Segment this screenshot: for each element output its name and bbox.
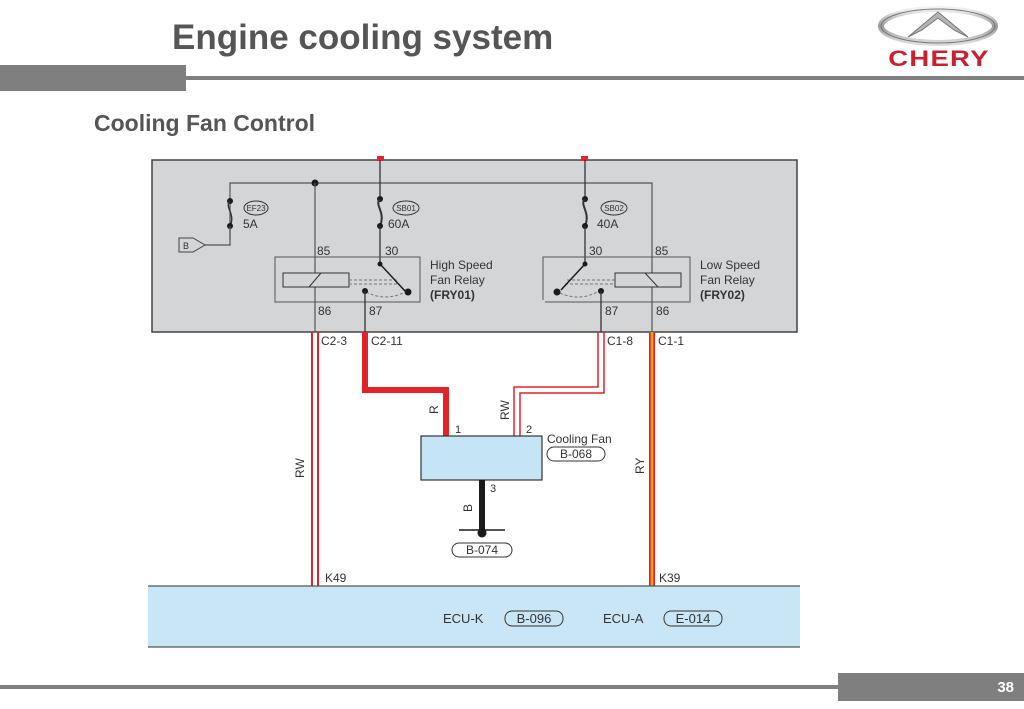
relay1-coil-diag — [308, 272, 322, 288]
wire-label-ry: RY — [633, 458, 647, 474]
connector-c1-1: C1-1 — [658, 334, 684, 348]
ecu-a-label: ECU-A — [603, 611, 644, 626]
ecu-pin-k49: K49 — [325, 571, 347, 585]
header-divider — [186, 76, 1024, 80]
chery-logo-icon — [878, 6, 998, 46]
high-speed-relay-box — [274, 256, 421, 303]
relay1-pin-30: 30 — [385, 244, 399, 258]
connector-c2-3: C2-3 — [321, 334, 347, 348]
footer-page-box: 38 — [838, 673, 1024, 701]
relay1-switch-arm — [379, 263, 406, 292]
relay2-name-line2: Fan Relay — [700, 273, 755, 287]
battery-feed-line — [205, 226, 231, 246]
fuse-sb02-rating: 40A — [597, 217, 618, 231]
fan-code: B-068 — [560, 447, 592, 461]
wire-rw-fan-pin2 — [513, 332, 605, 436]
low-speed-relay-box — [542, 256, 691, 303]
relay2-code: (FRY02) — [700, 288, 745, 302]
power-feed-stub-2 — [581, 156, 588, 161]
relay2-switch-contact — [553, 288, 561, 296]
battery-terminal-icon — [178, 237, 206, 253]
relay1-arc — [365, 291, 406, 298]
page-number: 38 — [997, 679, 1014, 696]
relay2-pin-86: 86 — [656, 304, 670, 318]
fuse-sb01-id: SB01 — [396, 204, 416, 213]
fuse-id-badge — [600, 200, 628, 216]
battery-terminal-label: B — [183, 241, 189, 251]
wire-r-fan-pin1 — [362, 332, 449, 436]
section-subtitle: Cooling Fan Control — [94, 110, 316, 136]
relay1-switch-contact — [404, 288, 412, 296]
relay1-name-line2: Fan Relay — [430, 273, 485, 287]
footer-divider — [0, 685, 840, 689]
fuse-id-badge — [243, 200, 269, 216]
ecu-a-code-badge — [663, 610, 723, 627]
relay1-pin-86: 86 — [318, 304, 332, 318]
fuse-ef23-icon — [227, 200, 233, 227]
ecu-k-code: B-096 — [517, 611, 552, 626]
relay1-code: (FRY01) — [430, 288, 475, 302]
fuse-ef23-id: EF23 — [246, 204, 266, 213]
relay1-pin-87: 87 — [369, 304, 383, 318]
relay2-coil-icon — [614, 272, 682, 288]
power-feed-stub-1 — [377, 156, 384, 161]
wire-label-rw-fan: RW — [498, 400, 512, 420]
wire-label-ground: B — [461, 504, 475, 512]
relay1-coil-icon — [282, 272, 350, 288]
slide-title: Engine cooling system — [172, 18, 554, 57]
connector-c1-8: C1-8 — [607, 334, 633, 348]
relay2-switch-arm — [560, 263, 586, 291]
brand-name: CHERY — [888, 46, 990, 71]
relay2-arc — [559, 290, 600, 298]
wire-label-r: R — [427, 405, 441, 414]
cooling-fan-box — [420, 435, 543, 481]
relay2-coil-diag — [644, 272, 659, 288]
fan-name: Cooling Fan — [547, 432, 612, 446]
relay2-name-line1: Low Speed — [700, 258, 760, 272]
fan-pin-1: 1 — [455, 424, 461, 436]
fuse-sb02-icon — [582, 198, 588, 227]
connector-c2-11: C2-11 — [371, 334, 403, 348]
relay2-pin-30: 30 — [589, 244, 603, 258]
fan-pin-3: 3 — [490, 483, 496, 495]
fan-pin-2: 2 — [526, 424, 532, 436]
fuse-ef23-rating: 5A — [243, 217, 258, 231]
relay1-pin-85: 85 — [317, 244, 331, 258]
fuse-relay-box — [151, 159, 798, 333]
relay2-pin-87: 87 — [605, 304, 619, 318]
ecu-box — [148, 586, 800, 647]
ecu-k-code-badge — [504, 610, 564, 627]
header-accent-bar — [0, 65, 186, 91]
ground-code: B-074 — [466, 543, 498, 557]
ecu-pin-k39: K39 — [659, 571, 681, 585]
relay2-pin-85: 85 — [655, 244, 669, 258]
ground-icon — [477, 528, 487, 538]
fuse-id-badge — [392, 200, 420, 216]
ground-code-badge — [451, 542, 513, 558]
wire-label-rw-left: RW — [293, 458, 307, 478]
fuse-sb01-icon — [377, 198, 383, 227]
fuse-sb01-rating: 60A — [388, 217, 409, 231]
ecu-k-label: ECU-K — [443, 611, 484, 626]
fan-code-badge — [546, 446, 606, 462]
wire-rw-left — [311, 332, 319, 586]
fuse-sb02-id: SB02 — [604, 204, 624, 213]
ecu-a-code: E-014 — [676, 611, 711, 626]
relay1-name-line1: High Speed — [430, 258, 493, 272]
